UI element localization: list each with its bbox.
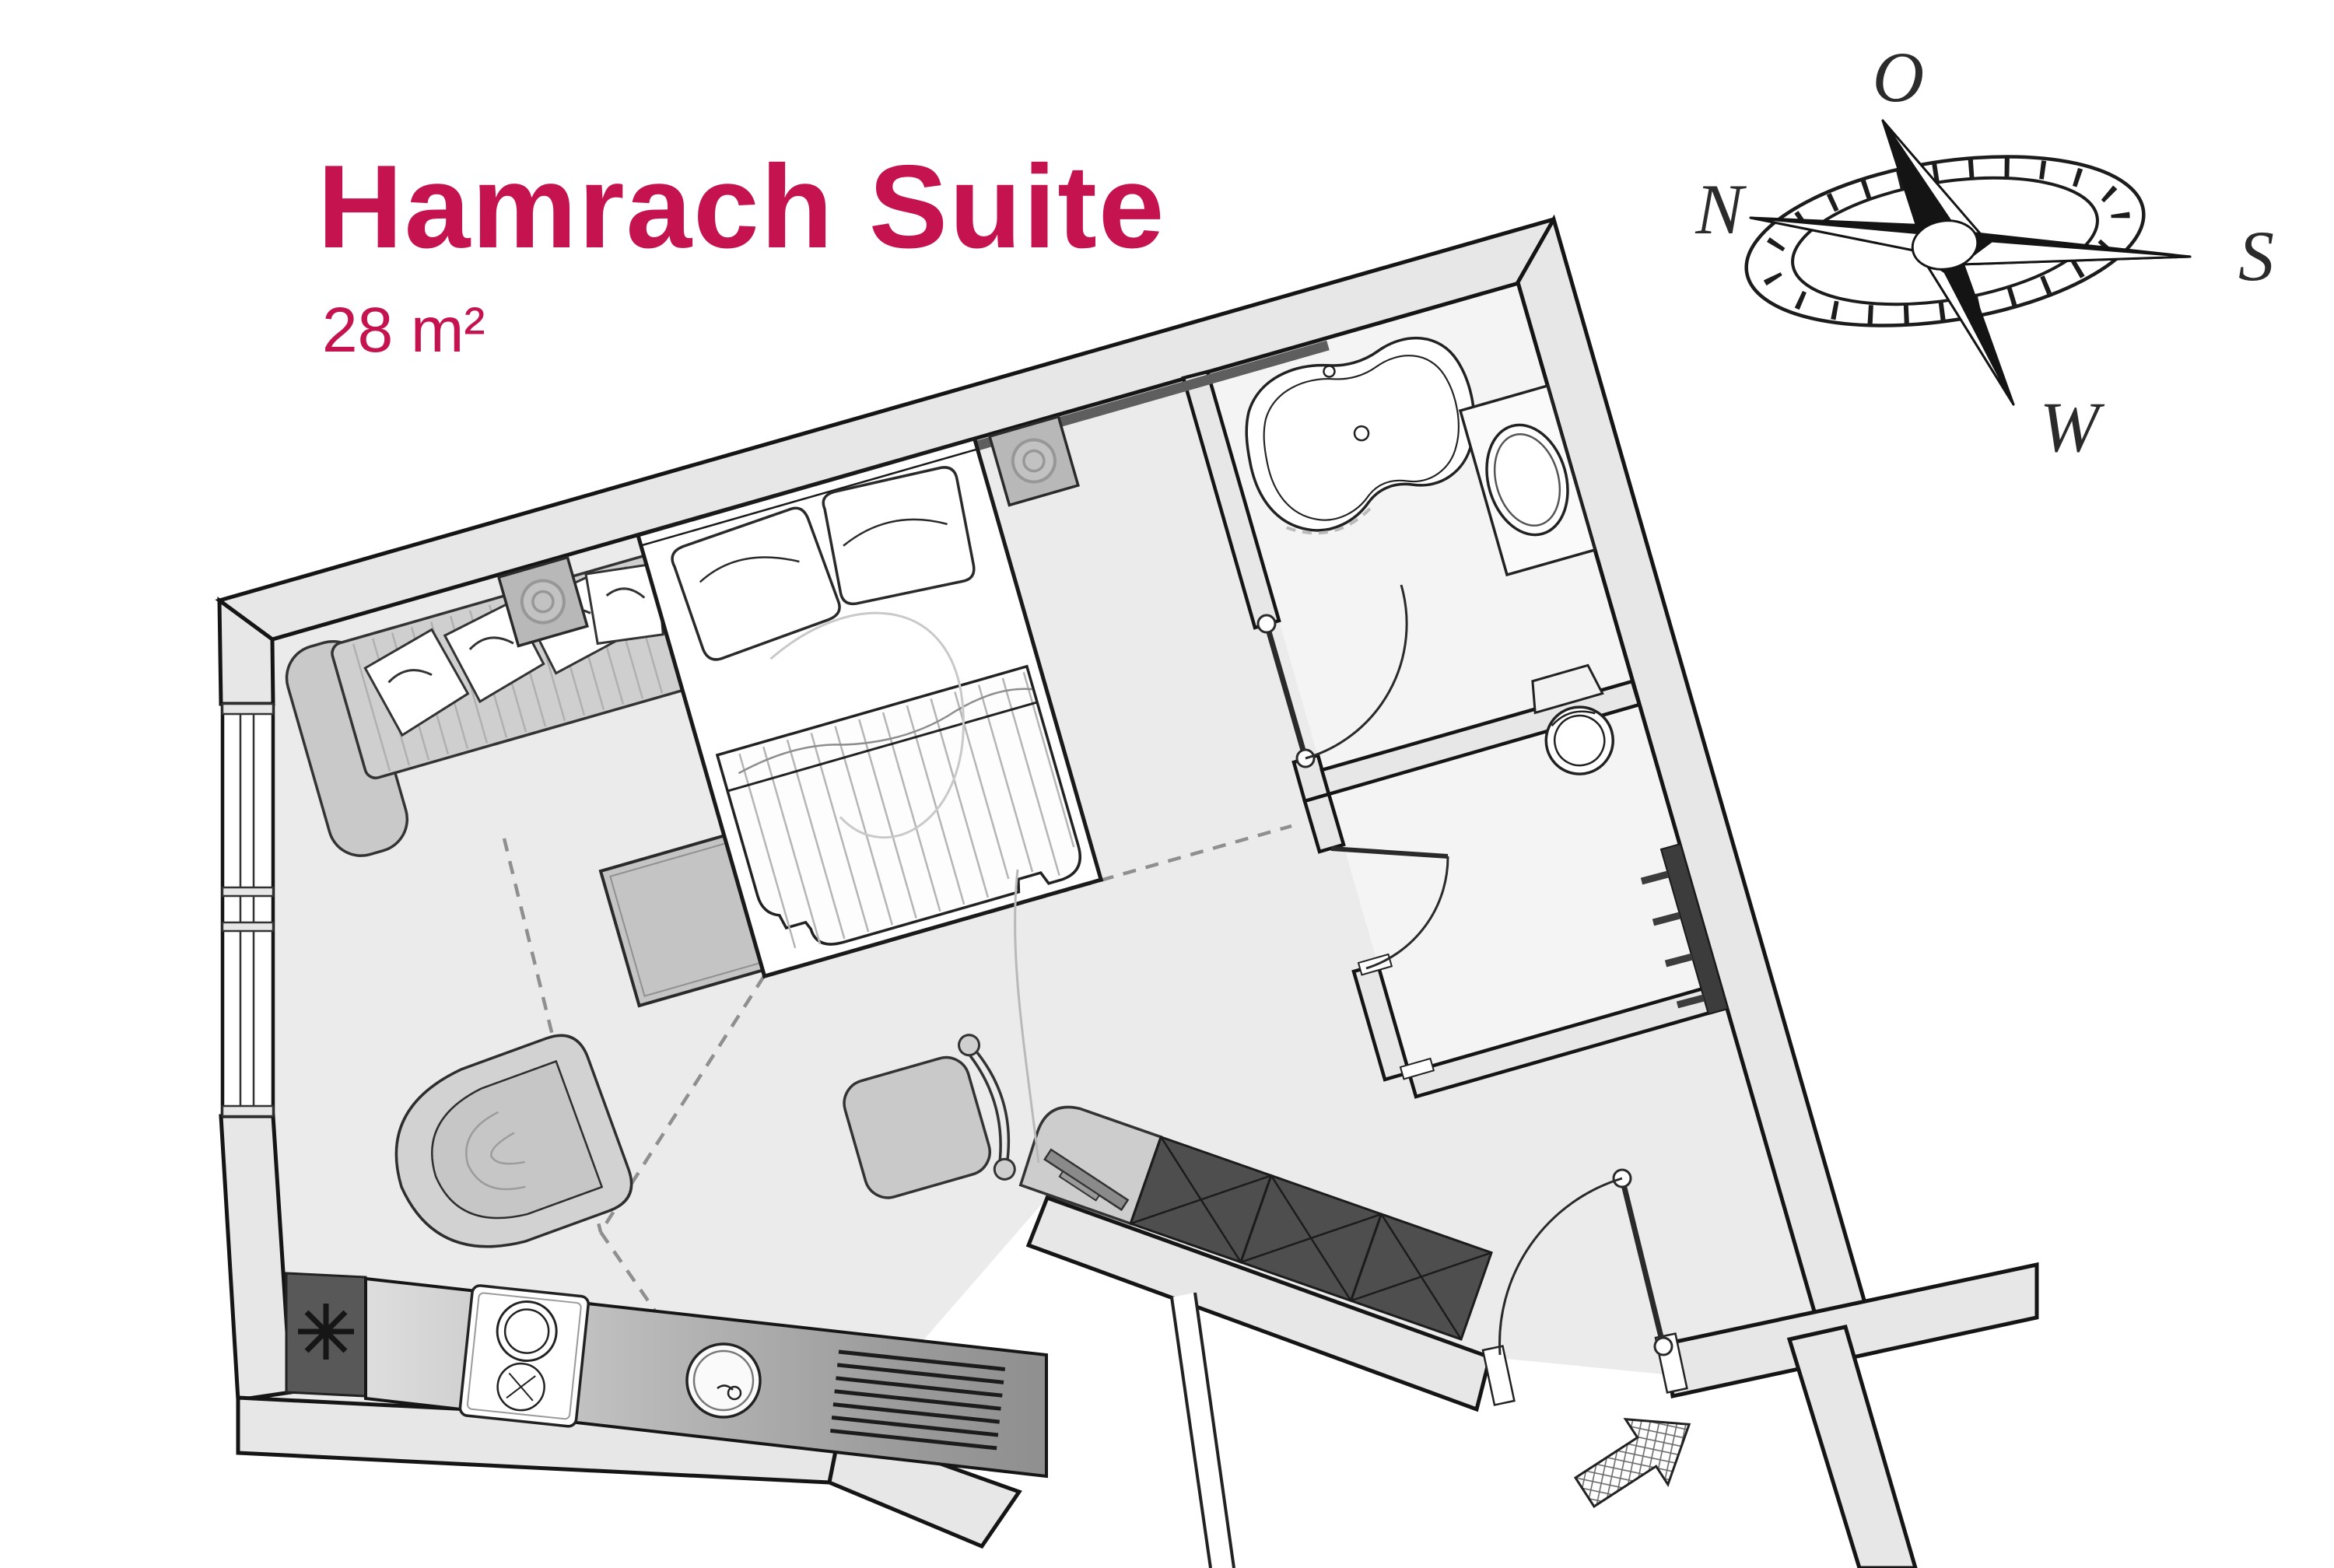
compass: N O S W [1694,37,2274,467]
compass-s: S [2238,216,2274,296]
washbasin-vanity [1458,383,1597,577]
wc-door [1330,846,1449,1080]
wall-entry-south-left [1025,1195,1492,1412]
wc-floor [1329,705,1719,1073]
kitchen-sink [685,1342,762,1419]
bathroom-door [1256,584,1408,768]
lamp-icon [1011,438,1057,484]
exterior-walls [215,214,2039,1568]
kitchenette [285,1272,1048,1479]
compass-o: O [1873,37,1924,117]
nightstand-right [987,415,1080,507]
lamp-icon [520,579,566,625]
entry-door [1481,1168,1688,1406]
window [220,702,275,1118]
bed-pillows [671,466,976,661]
compass-star [1749,119,2192,406]
wall-below-crossing [1786,1325,1918,1568]
double-bed [635,436,1104,979]
wardrobe [1129,1135,1493,1341]
wardrobe-row [1018,1105,1493,1341]
tub-faucet [1323,365,1336,378]
cable-curve [1014,869,1040,1164]
nightstand-left [496,555,589,648]
toilet [1531,663,1615,775]
radiator [1640,842,1729,1016]
star-icon [298,1304,354,1360]
neighbour-wall [1170,1292,1235,1568]
duvet [715,611,1081,949]
entrance-arrow-mat [1573,1418,1691,1508]
bathtub [1245,336,1476,535]
lounge-chair [394,1034,633,1248]
compass-w: W [2040,387,2105,467]
tub-drain [1353,425,1370,442]
tv [1043,1148,1130,1212]
drainer [830,1349,1006,1451]
desk-chair [843,1034,1016,1199]
compass-n: N [1694,170,1747,249]
hob [458,1284,590,1428]
wall-bath-wc-divider [1319,679,1642,796]
wall-bathroom-left-upper [1181,369,1281,630]
page-title: Hamrach Suite [317,141,1165,273]
area-label: 28 m² [322,295,485,366]
wall-wc-left-upper [1302,792,1346,854]
tv-sideboard [1018,1105,1163,1226]
